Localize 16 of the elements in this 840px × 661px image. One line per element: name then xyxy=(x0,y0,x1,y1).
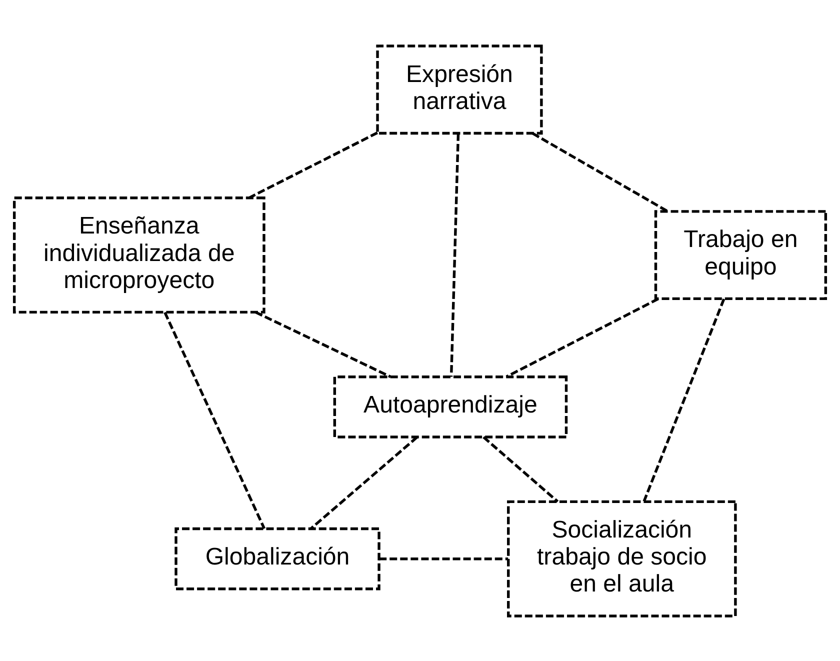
connector xyxy=(642,298,726,502)
node-box: Socialización trabajo de socio en el aula xyxy=(507,500,737,617)
node-box: Globalización xyxy=(174,526,380,590)
node-box: Expresión narrativa xyxy=(376,44,543,134)
connector xyxy=(254,310,392,378)
connector xyxy=(248,131,378,198)
node-box: Enseñanza individualizada de microproyecto xyxy=(12,196,266,314)
node-box: Trabajo en equipo xyxy=(654,210,828,300)
connector xyxy=(164,311,266,529)
connector xyxy=(310,436,418,530)
connector xyxy=(532,132,668,212)
connector xyxy=(379,556,508,560)
connector xyxy=(482,436,559,502)
node-box: Autoaprendizaje xyxy=(333,375,568,438)
connector xyxy=(450,132,460,376)
connector xyxy=(506,297,659,378)
